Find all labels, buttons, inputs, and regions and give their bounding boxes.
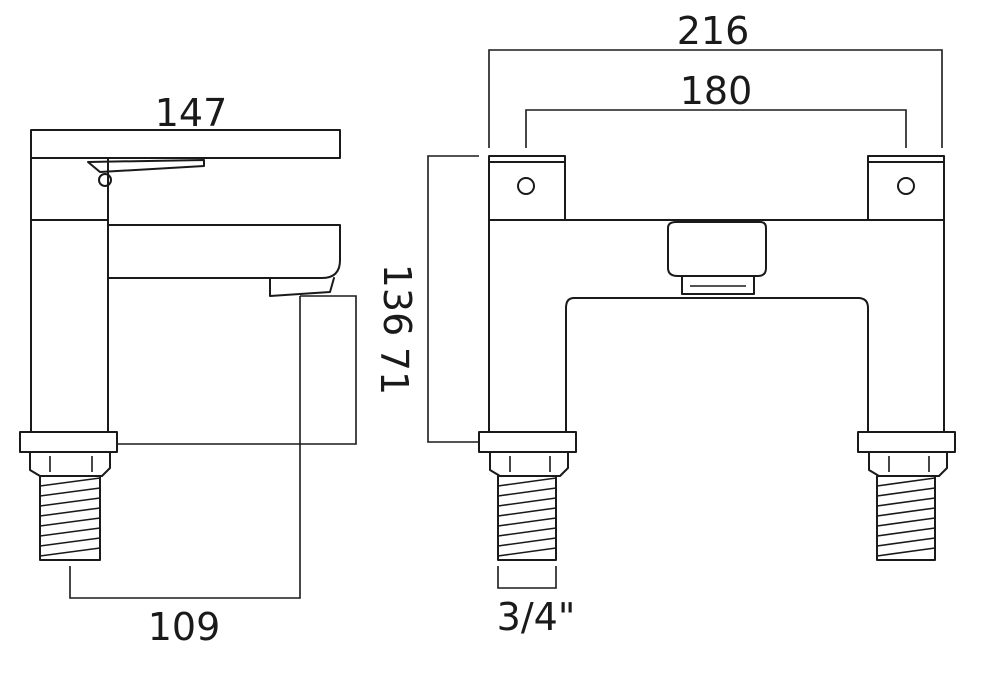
side-nut-facets (49, 456, 93, 472)
side-lever-top (30, 129, 341, 159)
front-handle-right (867, 155, 945, 221)
side-outlet (269, 277, 335, 297)
outlet-height-bracket (118, 295, 357, 445)
side-view (19, 129, 357, 599)
front-bridge (488, 219, 945, 433)
dim-outlet-height: 71 (372, 347, 416, 395)
centres-bracket (525, 109, 907, 148)
front-base-right (857, 431, 956, 453)
dim-overall-height: 136 (375, 264, 419, 337)
side-shank-threads (39, 477, 101, 557)
front-view (427, 49, 956, 589)
side-spout (107, 224, 341, 279)
front-shank-left-threads (497, 477, 557, 557)
front-outlet-top (667, 221, 767, 277)
side-lever-pivot (98, 173, 112, 187)
overall-width-bracket (488, 49, 943, 148)
dim-base-to-outlet: 109 (148, 605, 221, 649)
side-body (30, 219, 109, 433)
dim-overall-width: 216 (677, 9, 750, 53)
base-outlet-bracket (69, 296, 301, 599)
overall-height-bracket (427, 155, 479, 443)
front-handle-right-dot (897, 177, 915, 195)
thread-size-bracket (497, 566, 557, 589)
front-outlet-aerator (681, 275, 755, 295)
dim-centres: 180 (680, 69, 753, 113)
dim-spout-projection: 147 (155, 91, 228, 135)
front-shank-right-threads (876, 477, 936, 557)
front-nut-left (489, 451, 569, 477)
side-base-flange (19, 431, 118, 453)
dim-thread-size: 3/4" (497, 595, 576, 639)
front-base-left (478, 431, 577, 453)
side-lever-body (30, 157, 109, 221)
side-lever-handle (87, 159, 205, 173)
front-handle-left-dot (517, 177, 535, 195)
front-handle-left (488, 155, 566, 221)
side-nut (29, 451, 111, 477)
front-nut-right (868, 451, 948, 477)
